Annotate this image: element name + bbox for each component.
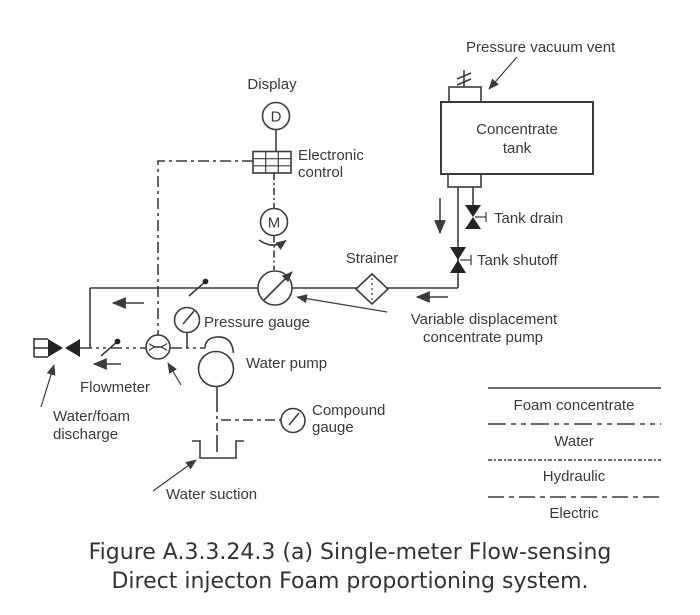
legend-label-water: Water bbox=[554, 433, 593, 450]
tank-shutoff-label: Tank shutoff bbox=[477, 252, 558, 269]
pressure-vacuum-vent-leader bbox=[488, 56, 518, 90]
legend-label-electric: Electric bbox=[549, 505, 599, 522]
discharge-fitting-icon bbox=[33, 338, 48, 358]
display-instrument-icon: D bbox=[261, 101, 291, 152]
strainer-label: Strainer bbox=[346, 250, 399, 267]
water-suction-leader bbox=[152, 459, 197, 492]
concentrate-tank-label-line1: Concentrate bbox=[476, 121, 558, 138]
flowmeter-leader bbox=[167, 362, 182, 386]
water-suction-icon bbox=[192, 386, 244, 459]
line-legend: Foam concentrate Water Hydraulic Electri… bbox=[488, 387, 661, 522]
concentrate-pump-leader bbox=[296, 294, 388, 313]
figure-caption: Figure A.3.3.24.3 (a) Single-meter Flow-… bbox=[0, 538, 700, 596]
water-foam-discharge-label-line1: Water/foam bbox=[53, 408, 130, 425]
compound-gauge-label-line1: Compound bbox=[312, 402, 385, 419]
vent-icon bbox=[448, 70, 482, 103]
concentrate-pump-label-line2: concentrate pump bbox=[423, 329, 543, 346]
display-label: Display bbox=[247, 76, 297, 93]
electronic-control-label-line1: Electronic bbox=[298, 147, 364, 164]
concentrate-pump-icon bbox=[257, 270, 293, 306]
figure-caption-line1: Figure A.3.3.24.3 (a) Single-meter Flow-… bbox=[88, 540, 612, 565]
electric-signal-line bbox=[157, 160, 253, 335]
pressure-vacuum-vent-label: Pressure vacuum vent bbox=[466, 39, 616, 56]
compound-gauge-label-line2: gauge bbox=[312, 419, 354, 436]
water-foam-discharge-label-line2: discharge bbox=[53, 426, 118, 443]
strainer-icon bbox=[354, 272, 390, 306]
concentrate-tank: Concentrate tank bbox=[440, 101, 594, 188]
electronic-control-label-line2: control bbox=[298, 164, 343, 181]
flowmeter-label: Flowmeter bbox=[80, 379, 150, 396]
compound-gauge-icon bbox=[221, 407, 306, 434]
check-valve-upper-icon bbox=[188, 278, 209, 297]
legend-label-hydraulic: Hydraulic bbox=[543, 468, 606, 485]
legend-label-foam-concentrate: Foam concentrate bbox=[514, 397, 635, 414]
water-pump-label: Water pump bbox=[246, 355, 327, 372]
water-pump-icon bbox=[197, 336, 235, 388]
display-letter: D bbox=[271, 109, 282, 126]
tank-drain-valve-icon bbox=[465, 187, 487, 229]
flowmeter-icon bbox=[145, 334, 171, 360]
pressure-gauge-label: Pressure gauge bbox=[204, 314, 310, 331]
motor-letter: M bbox=[268, 215, 281, 232]
concentrate-pump-label-line1: Variable displacement bbox=[411, 311, 558, 328]
rotation-arrow-icon bbox=[258, 239, 287, 250]
check-valve-lower-icon bbox=[100, 338, 121, 357]
pressure-gauge-icon bbox=[173, 306, 201, 348]
figure-caption-line2: Direct injecton Foam proportioning syste… bbox=[111, 569, 589, 594]
motor-icon: M bbox=[258, 173, 289, 270]
tank-drain-label: Tank drain bbox=[494, 210, 563, 227]
discharge-valve-icon bbox=[48, 339, 80, 357]
electronic-control-icon bbox=[252, 150, 292, 174]
water-foam-discharge-leader bbox=[40, 364, 56, 408]
tank-shutoff-valve-icon bbox=[450, 247, 472, 273]
water-suction-label: Water suction bbox=[166, 486, 257, 503]
foam-proportioning-diagram: Display D Electronic control M Variable … bbox=[33, 39, 661, 522]
concentrate-tank-label-line2: tank bbox=[503, 140, 532, 157]
